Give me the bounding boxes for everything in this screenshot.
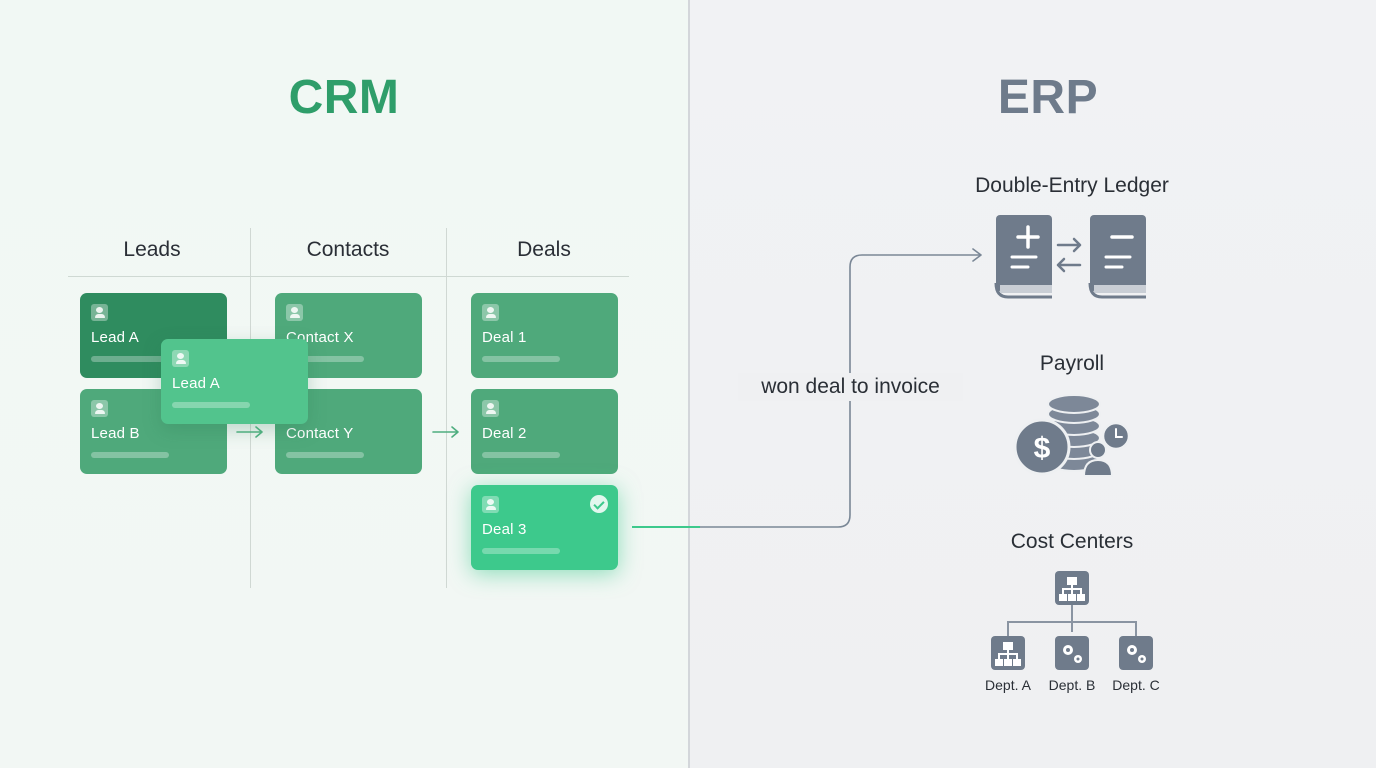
card-placeholder-bar [172, 402, 250, 408]
card-lead-a-dragging[interactable]: Lead A [161, 339, 308, 424]
department-label-b: Dept. B [1048, 677, 1096, 693]
module-title-payroll: Payroll [1039, 352, 1105, 375]
contact-icon [286, 304, 303, 321]
column-header-leads: Leads [123, 238, 181, 261]
contact-icon [91, 304, 108, 321]
department-label-c: Dept. C [1112, 677, 1160, 693]
column-divider [446, 228, 447, 588]
card-label: Lead B [91, 425, 140, 442]
contact-icon [172, 350, 189, 367]
card-deal-3-won[interactable]: Deal 3 [471, 485, 618, 570]
pane-divider [688, 0, 690, 768]
card-label: Contact Y [286, 425, 354, 442]
card-label: Deal 3 [482, 521, 527, 538]
department-label-a: Dept. A [985, 677, 1031, 693]
contact-icon [482, 304, 499, 321]
card-placeholder-bar [482, 548, 560, 554]
card-placeholder-bar [286, 452, 364, 458]
flow-label: won deal to invoice [738, 373, 963, 401]
card-label: Deal 2 [482, 425, 527, 442]
payroll-icon: $ [1013, 394, 1131, 477]
erp-title: ERP [997, 71, 1099, 124]
card-deal-2[interactable]: Deal 2 [471, 389, 618, 474]
column-header-contacts: Contacts [306, 238, 390, 261]
card-label: Deal 1 [482, 329, 527, 346]
card-label: Lead A [91, 329, 139, 346]
card-placeholder-bar [91, 356, 169, 362]
card-placeholder-bar [286, 356, 364, 362]
card-deal-1[interactable]: Deal 1 [471, 293, 618, 378]
right-arrow-icon [236, 426, 263, 438]
module-title-cost-centers: Cost Centers [1010, 530, 1134, 553]
right-arrow-icon [432, 426, 459, 438]
contact-icon [482, 400, 499, 417]
check-icon [590, 495, 608, 513]
ledger-icon [994, 215, 1146, 299]
card-placeholder-bar [91, 452, 169, 458]
column-header-divider [68, 276, 629, 277]
cost-centers-icon [991, 571, 1153, 670]
contact-icon [482, 496, 499, 513]
crm-title: CRM [288, 71, 400, 124]
svg-text:$: $ [1034, 432, 1051, 465]
module-title-ledger: Double-Entry Ledger [975, 174, 1169, 197]
arrow-head-icon [972, 248, 982, 262]
card-placeholder-bar [482, 356, 560, 362]
crm-pane [0, 0, 688, 768]
column-header-deals: Deals [517, 238, 571, 261]
card-placeholder-bar [482, 452, 560, 458]
contact-icon [91, 400, 108, 417]
card-label: Lead A [172, 375, 220, 392]
